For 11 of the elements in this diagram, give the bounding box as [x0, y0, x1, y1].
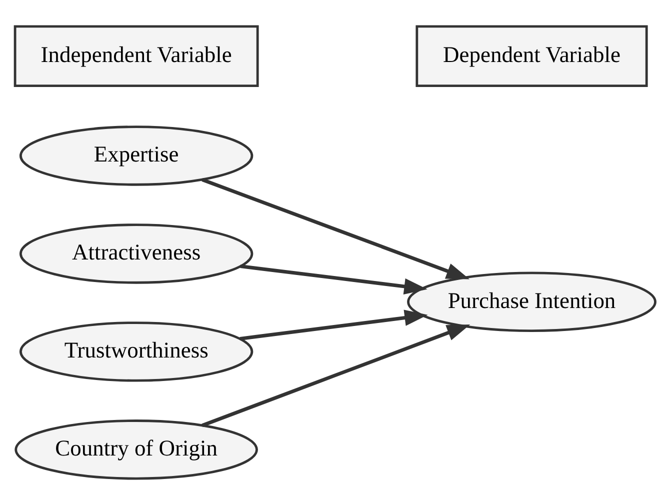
- arrow: [202, 324, 470, 427]
- arrow: [240, 264, 428, 294]
- node-box: Dependent Variable: [416, 24, 648, 87]
- node-ellipse: Trustworthiness: [19, 321, 254, 382]
- arrow: [240, 309, 428, 340]
- node-ellipse: Attractiveness: [19, 223, 254, 284]
- node-box: Independent Variable: [14, 24, 259, 87]
- node-ellipse: Purchase Intention: [407, 271, 656, 332]
- node-ellipse: Expertise: [19, 125, 254, 186]
- node-ellipse: Country of Origin: [14, 419, 258, 480]
- arrow: [202, 178, 470, 279]
